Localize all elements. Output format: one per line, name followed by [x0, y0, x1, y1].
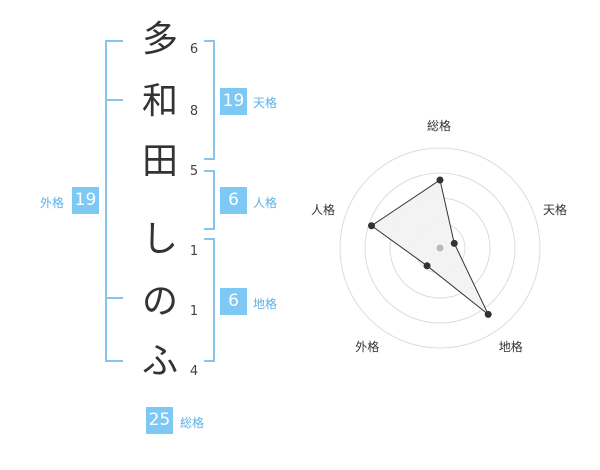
name-character-5: の — [141, 281, 178, 322]
radar-axis-label-5: 人格 — [310, 203, 335, 218]
jinkaku-label: 人格 — [253, 196, 278, 210]
radar-grid-ring — [339, 147, 541, 349]
stroke-count-5: 1 — [189, 304, 199, 319]
chikaku-bracket — [204, 238, 216, 362]
stroke-count-1: 6 — [189, 42, 199, 57]
stroke-count-2: 8 — [189, 104, 199, 119]
tenkaku-bracket — [204, 40, 216, 160]
radar-point-3 — [484, 310, 492, 318]
gaikaku-label: 外格 — [40, 196, 65, 210]
name-character-1: 多 — [141, 19, 178, 60]
stroke-count-6: 4 — [189, 364, 199, 379]
name-character-3: 田 — [141, 141, 178, 182]
name-character-6: ふ — [141, 341, 178, 382]
stroke-count-4: 1 — [189, 244, 199, 259]
stroke-count-3: 5 — [189, 164, 199, 179]
radar-point-5 — [368, 222, 376, 230]
radar-grid-ring — [364, 172, 516, 324]
radar-axis-label-1: 総格 — [427, 119, 452, 133]
name-character-4: し — [141, 219, 178, 260]
radar-polygon — [370, 179, 489, 315]
soukaku-label: 総格 — [180, 416, 205, 430]
radar-point-1 — [436, 176, 444, 184]
radar-axis-label-2: 天格 — [543, 203, 568, 218]
tenkaku-value-badge: 19 — [220, 88, 247, 115]
jinkaku-value-badge: 6 — [220, 187, 247, 214]
radar-axis-label-3: 地格 — [498, 339, 523, 354]
chikaku-label: 地格 — [253, 297, 278, 311]
radar-point-4 — [423, 262, 431, 270]
radar-point-2 — [450, 239, 458, 247]
chikaku-value-badge: 6 — [220, 288, 247, 315]
tenkaku-label: 天格 — [253, 96, 278, 110]
radar-center-point — [436, 244, 444, 252]
jinkaku-bracket — [204, 170, 216, 230]
soukaku-value-badge: 25 — [146, 407, 173, 434]
name-character-2: 和 — [141, 81, 178, 122]
radar-axis-label-4: 外格 — [355, 339, 380, 354]
gaikaku-value-badge: 19 — [72, 187, 99, 214]
gaikaku-bracket — [104, 40, 124, 362]
